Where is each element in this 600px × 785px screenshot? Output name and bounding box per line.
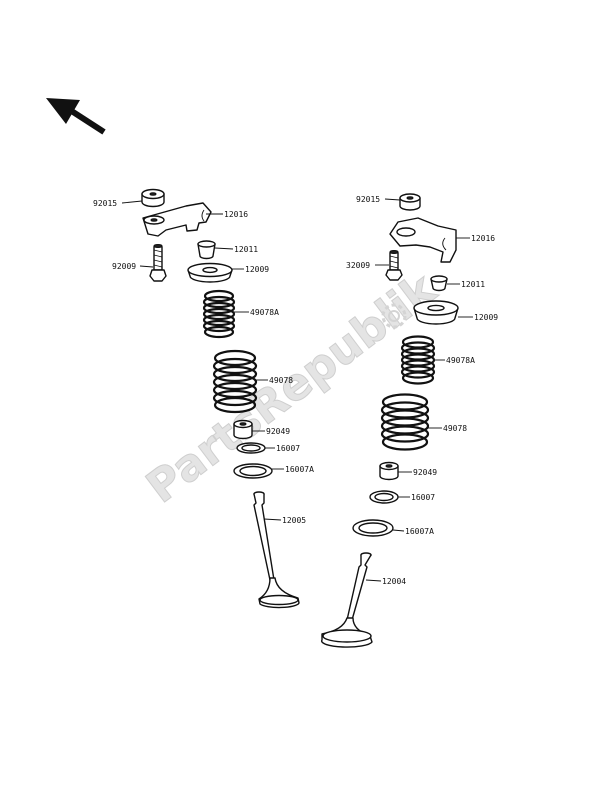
right-part-labels: 92015 12016 32009 12011 12009 49078A 490… — [346, 195, 498, 586]
inner-valve-spring-right — [400, 335, 436, 385]
part-label: 16007 — [411, 493, 435, 502]
right-valve-assembly: 92015 12016 32009 12011 12009 49078A 490… — [320, 193, 498, 648]
part-label: 92049 — [266, 427, 290, 436]
spring-retainer-left — [187, 262, 233, 283]
left-leader-lines — [121, 200, 284, 521]
part-label: 12011 — [234, 245, 258, 254]
spring-seat-left — [236, 442, 266, 454]
spring-retainer-right — [413, 300, 459, 325]
part-label: 92009 — [112, 262, 136, 271]
right-leader-lines — [365, 198, 473, 582]
inner-valve-spring-left — [202, 289, 236, 339]
part-label: 12009 — [245, 265, 269, 274]
part-label: 49078A — [446, 356, 475, 365]
stem-seal-right — [379, 461, 399, 481]
valve-cap-right — [430, 275, 448, 292]
part-label: 49078 — [269, 376, 293, 385]
adjuster-screw-right — [385, 250, 403, 281]
rocker-nut-left — [141, 188, 165, 208]
spring-seat-right — [369, 490, 399, 504]
gear-watermark-icon — [381, 303, 407, 329]
part-label: 12005 — [282, 516, 306, 525]
part-label: 16007A — [405, 527, 434, 536]
left-valve-assembly: 92015 12016 12011 92009 12009 49078A 490… — [93, 188, 314, 609]
outer-valve-spring-left — [212, 349, 258, 414]
watermark: PartsRepublik — [137, 262, 447, 514]
stem-seal-left — [233, 419, 253, 440]
part-label: 12016 — [224, 210, 248, 219]
valve-cap-left — [197, 240, 216, 260]
part-label: 49078A — [250, 308, 279, 317]
rocker-arm-left — [142, 202, 212, 237]
part-label: 16007 — [276, 444, 300, 453]
part-label: 92015 — [93, 199, 117, 208]
part-label: 32009 — [346, 261, 370, 270]
part-label: 49078 — [443, 424, 467, 433]
part-label: 12011 — [461, 280, 485, 289]
part-label: 92049 — [413, 468, 437, 477]
exhaust-valve-left — [253, 491, 300, 609]
part-label: 92015 — [356, 195, 380, 204]
front-direction-arrow-icon — [46, 98, 106, 135]
rocker-nut-right — [399, 193, 421, 211]
intake-valve-right — [320, 552, 373, 648]
watermark-text: PartsRepublik — [137, 263, 446, 514]
part-label: 12016 — [471, 234, 495, 243]
part-label: 16007A — [285, 465, 314, 474]
rocker-arm-right — [389, 217, 457, 263]
spring-seat-a-left — [233, 463, 273, 479]
part-label: 12009 — [474, 313, 498, 322]
outer-valve-spring-right — [380, 393, 430, 451]
adjuster-screw-left — [149, 244, 167, 282]
spring-seat-a-right — [352, 519, 394, 537]
part-label: 12004 — [382, 577, 406, 586]
left-part-labels: 92015 12016 12011 92009 12009 49078A 490… — [93, 199, 314, 525]
